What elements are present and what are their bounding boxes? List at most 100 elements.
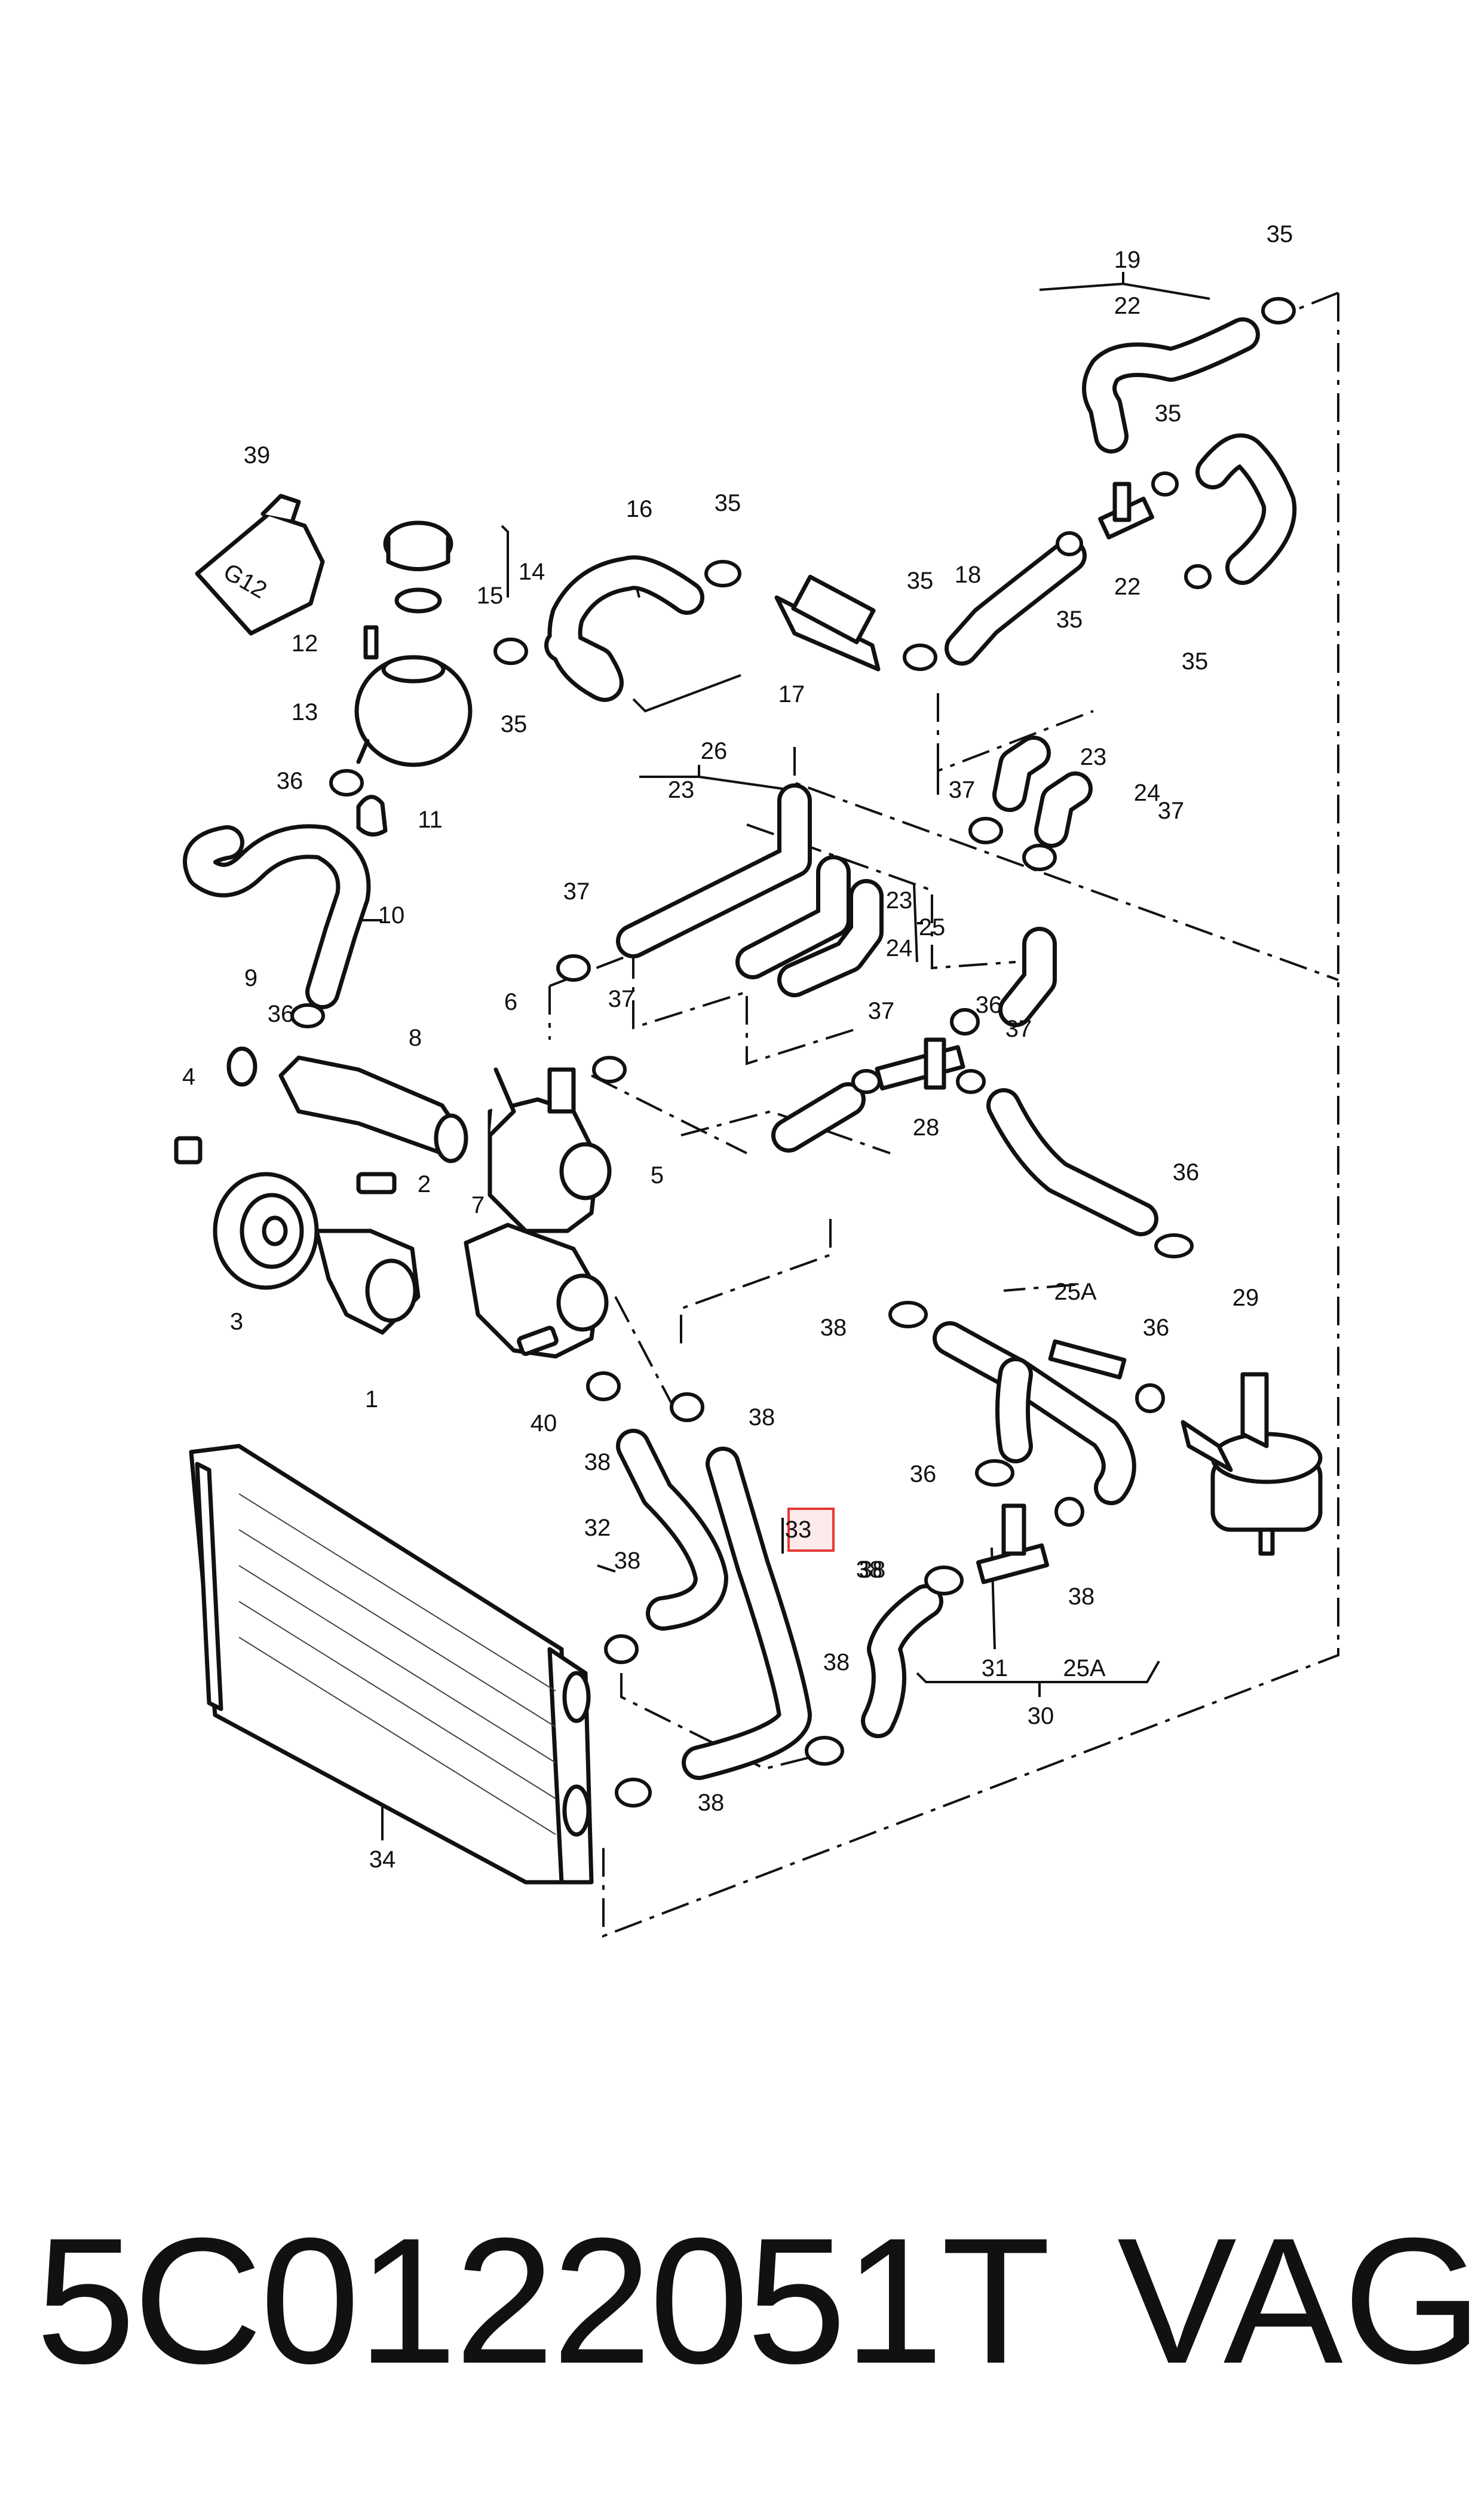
callout-25: 25	[919, 914, 946, 941]
t-piece-22	[1098, 482, 1154, 540]
callout-30: 30	[1028, 1703, 1054, 1729]
callout-37: 37	[563, 878, 590, 905]
callout-28: 28	[913, 1114, 940, 1141]
callout-19: 19	[1114, 247, 1141, 273]
callout-37: 37	[868, 998, 895, 1024]
callout-29: 29	[1232, 1285, 1259, 1311]
callout-36: 36	[910, 1461, 937, 1487]
bolt-40	[517, 1325, 559, 1356]
callout-23: 23	[668, 777, 695, 803]
callout-38: 38	[820, 1315, 847, 1341]
boundary-lines	[548, 292, 1339, 1938]
callout-35: 35	[501, 711, 528, 737]
callout-5: 5	[651, 1162, 664, 1188]
callout-26: 26	[701, 738, 728, 764]
callout-22: 22	[1114, 293, 1141, 319]
t-piece-31	[976, 1503, 1050, 1585]
callout-24: 24	[886, 935, 913, 961]
callout-38: 38	[584, 1449, 611, 1475]
callout-13: 13	[292, 699, 318, 725]
coolant-pipe-8	[226, 1046, 468, 1163]
callout-38: 38	[614, 1548, 641, 1574]
callout-35: 35	[1056, 606, 1083, 633]
thermostat-housing-5	[464, 1067, 612, 1359]
callout-17: 17	[778, 681, 805, 707]
callout-35: 35	[907, 568, 934, 594]
highlight-box	[787, 1508, 835, 1552]
callout-38: 38	[749, 1404, 775, 1430]
hose-18	[945, 538, 1087, 666]
callout-1: 1	[365, 1386, 378, 1413]
callout-2: 2	[418, 1171, 431, 1197]
callout-38: 38	[1068, 1583, 1095, 1610]
part-number: 5C0122051T	[36, 2200, 1051, 2401]
callout-14: 14	[519, 559, 545, 585]
connector-11	[356, 795, 388, 837]
callout-37: 37	[1005, 1016, 1032, 1042]
hose-25a-upper	[933, 1321, 1136, 1505]
callout-12: 12	[292, 630, 318, 657]
callout-10: 10	[378, 902, 405, 929]
callout-25A: 25A	[1063, 1655, 1105, 1681]
callout-38: 38	[698, 1790, 725, 1816]
callout-37: 37	[1158, 798, 1185, 824]
hose-16	[544, 555, 704, 702]
bolt-2	[356, 1172, 397, 1194]
hose-32	[616, 1429, 728, 1631]
callout-32: 32	[584, 1515, 611, 1541]
callout-35: 35	[1267, 221, 1293, 247]
callout-23: 23	[1080, 744, 1107, 770]
expansion-cap	[383, 520, 453, 614]
callout-33: 33	[785, 1517, 812, 1543]
callout-38: 38	[859, 1557, 886, 1583]
callout-3: 3	[230, 1309, 243, 1335]
callout-38: 38	[856, 1557, 883, 1583]
callout-6: 6	[504, 989, 517, 1015]
callout-15: 15	[477, 583, 504, 609]
elbow-24	[1034, 771, 1093, 848]
callout-23: 23	[886, 887, 913, 914]
hose-10	[183, 824, 371, 1009]
tube-group-26	[616, 783, 1057, 1153]
callout-36: 36	[1143, 1315, 1170, 1341]
callout-37: 37	[608, 986, 635, 1012]
callout-34: 34	[369, 1846, 396, 1873]
valve-17	[774, 574, 881, 672]
callout-37: 37	[949, 777, 976, 803]
callout-18: 18	[955, 562, 982, 588]
callout-35: 35	[1155, 400, 1182, 427]
coolant-bottle: G12	[195, 494, 325, 636]
callout-31: 31	[982, 1655, 1008, 1681]
hose-22	[1195, 433, 1297, 585]
brand-name: VAG	[1117, 2200, 1483, 2401]
callout-38: 38	[823, 1649, 850, 1675]
callout-36: 36	[976, 992, 1002, 1018]
elbow-23	[992, 736, 1051, 812]
hose-33	[682, 1447, 812, 1780]
callout-7: 7	[471, 1192, 485, 1218]
hose-30	[861, 1584, 943, 1738]
radiator-34	[189, 1444, 594, 1885]
hose-clips	[290, 297, 1296, 1808]
callout-40: 40	[531, 1410, 557, 1436]
callout-4: 4	[182, 1064, 195, 1090]
oil-cooler-29	[1181, 1372, 1323, 1556]
callout-39: 39	[244, 442, 271, 468]
callout-24: 24	[1134, 780, 1161, 806]
callout-22: 22	[1114, 574, 1141, 600]
hose-19	[1082, 317, 1260, 454]
t-piece-28	[875, 1037, 965, 1091]
hose-right-36	[986, 1088, 1158, 1236]
callout-labels: 1234567891011121314151617181922222324232…	[182, 221, 1293, 1873]
pulley-3	[213, 1172, 319, 1290]
callout-36: 36	[268, 1001, 295, 1027]
callout-11: 11	[418, 807, 443, 833]
callout-8: 8	[409, 1025, 422, 1051]
callout-9: 9	[244, 965, 257, 991]
callout-35: 35	[1182, 648, 1209, 675]
callout-25A: 25A	[1054, 1279, 1096, 1305]
callout-36: 36	[1173, 1159, 1200, 1186]
valve-25a	[1048, 1339, 1127, 1380]
bolt-4	[174, 1136, 203, 1165]
